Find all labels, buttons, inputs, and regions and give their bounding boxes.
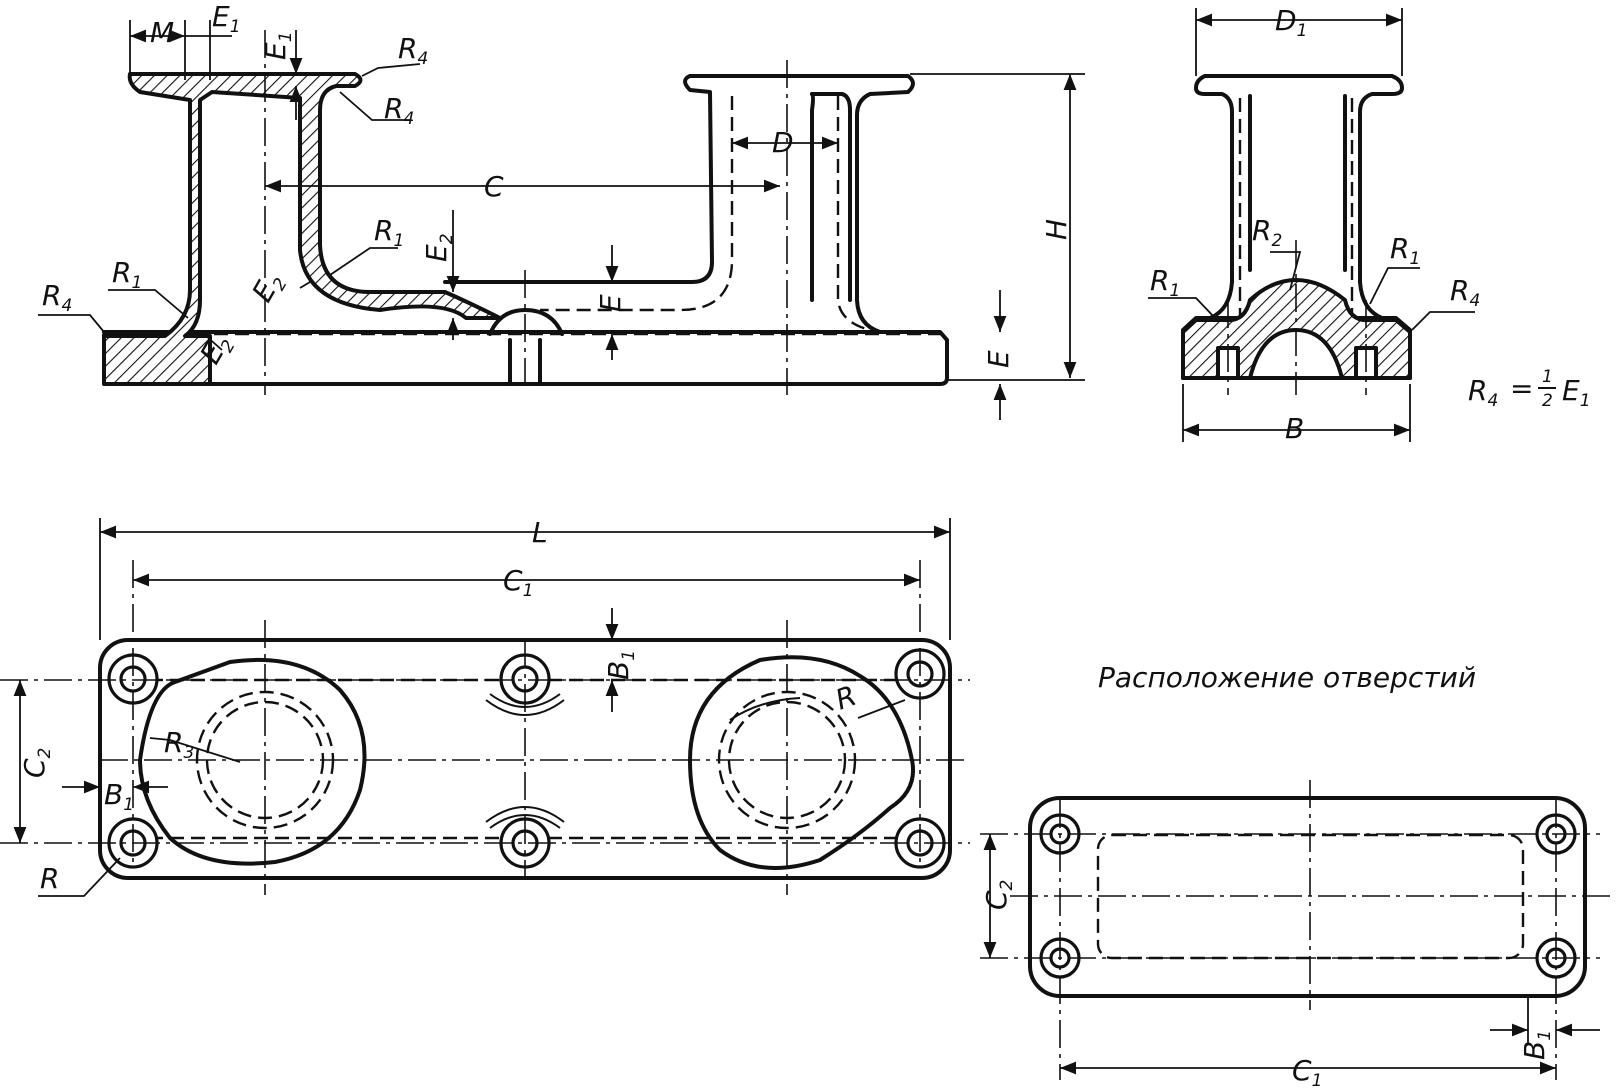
leader-side-R1-left bbox=[1148, 297, 1216, 319]
label-D1: D1 bbox=[1275, 4, 1307, 41]
side-post-left bbox=[1194, 74, 1234, 320]
leader-R3 bbox=[149, 737, 241, 763]
label-C2-layout: C2 bbox=[980, 880, 1017, 910]
label-E2: E2 bbox=[245, 266, 291, 309]
leader-E2 bbox=[299, 281, 311, 289]
leader-R-right bbox=[857, 699, 906, 719]
formula-lhs: R4 bbox=[1468, 374, 1498, 411]
label-E1-vertical: E1 bbox=[259, 31, 296, 60]
right-post-hidden bbox=[540, 96, 734, 312]
hole-layout-view: Расположение отверстий C2 C1 B1 bbox=[980, 661, 1610, 1090]
label-side-R4: R4 bbox=[1450, 274, 1480, 311]
formula-denominator: 2 bbox=[1542, 391, 1553, 411]
front-view: M E1 E1 R4 R4 R1 R1 R4 E2 E2 E2 C D H E … bbox=[38, 0, 1085, 420]
label-B: B bbox=[1285, 412, 1304, 445]
right-post-shaft-left bbox=[810, 92, 815, 302]
label-R1: R1 bbox=[374, 214, 404, 251]
plan-left-post bbox=[138, 658, 367, 866]
label-B1-left: B1 bbox=[104, 778, 134, 815]
center-boss-bolt bbox=[508, 338, 542, 386]
leader-side-R2 bbox=[1270, 251, 1302, 291]
leader-R1 bbox=[329, 247, 398, 276]
label-M: M bbox=[150, 16, 174, 49]
label-R3: R3 bbox=[164, 726, 194, 763]
label-D: D bbox=[772, 126, 794, 159]
leader-R4-top bbox=[361, 63, 421, 77]
leader-E2-low bbox=[204, 334, 223, 351]
label-L: L bbox=[532, 516, 548, 549]
label-R4-inner: R4 bbox=[384, 92, 414, 129]
leader-R4-inner bbox=[339, 91, 410, 121]
label-E2-vertical: E2 bbox=[420, 233, 457, 262]
leader-side-R1-right bbox=[1369, 267, 1420, 305]
side-post-inner bbox=[1248, 94, 1347, 272]
left-post-section bbox=[102, 72, 502, 386]
hole-layout-caption: Расположение отверстий bbox=[1098, 661, 1476, 694]
label-B1-plan: B1 bbox=[602, 650, 639, 680]
label-H: H bbox=[1040, 219, 1073, 240]
label-C: C bbox=[484, 170, 504, 203]
label-R1-left: R1 bbox=[112, 256, 142, 293]
label-R4-top: R4 bbox=[398, 32, 428, 69]
formula-R4: R4 = 1 2 E1 bbox=[1468, 367, 1591, 411]
right-post-hidden-2 bbox=[836, 96, 871, 332]
plan-right-post bbox=[688, 655, 915, 870]
label-side-R1-right: R1 bbox=[1390, 232, 1420, 269]
right-post-shaft bbox=[810, 92, 852, 302]
formula-equals: = bbox=[1510, 372, 1533, 405]
leader-R-plan bbox=[38, 857, 121, 897]
label-C1: C1 bbox=[503, 564, 533, 601]
side-post-right bbox=[1203, 74, 1404, 320]
label-B1-layout: B1 bbox=[1518, 1030, 1555, 1060]
label-side-R1-left: R1 bbox=[1150, 264, 1180, 301]
side-post-hidden bbox=[1238, 98, 1354, 320]
formula-numerator: 1 bbox=[1542, 367, 1553, 387]
label-R-plan: R bbox=[40, 862, 59, 895]
right-post-top bbox=[688, 74, 915, 334]
leader-R1-left bbox=[108, 289, 189, 319]
formula-rhs: E1 bbox=[1562, 374, 1591, 411]
label-E-inner: E bbox=[594, 294, 627, 312]
hole-layout-plate bbox=[1028, 796, 1587, 998]
plan-view: L C1 C2 B1 B1 R R3 R bbox=[0, 516, 970, 897]
label-R2: R2 bbox=[1252, 214, 1282, 251]
label-R-right: R bbox=[831, 679, 861, 717]
leader-R4-left bbox=[38, 314, 105, 333]
label-R4-left: R4 bbox=[42, 279, 72, 316]
label-C2: C2 bbox=[18, 748, 55, 778]
arc-R-mark bbox=[729, 697, 801, 721]
side-view: D1 B R2 R1 R1 R4 bbox=[1148, 4, 1480, 445]
label-C1-layout: C1 bbox=[1292, 1054, 1322, 1090]
right-post-inner bbox=[443, 74, 714, 284]
label-E1: E1 bbox=[212, 0, 241, 37]
center-boss bbox=[488, 308, 564, 336]
leader-side-R4 bbox=[1411, 311, 1475, 331]
label-E: E bbox=[982, 350, 1015, 368]
